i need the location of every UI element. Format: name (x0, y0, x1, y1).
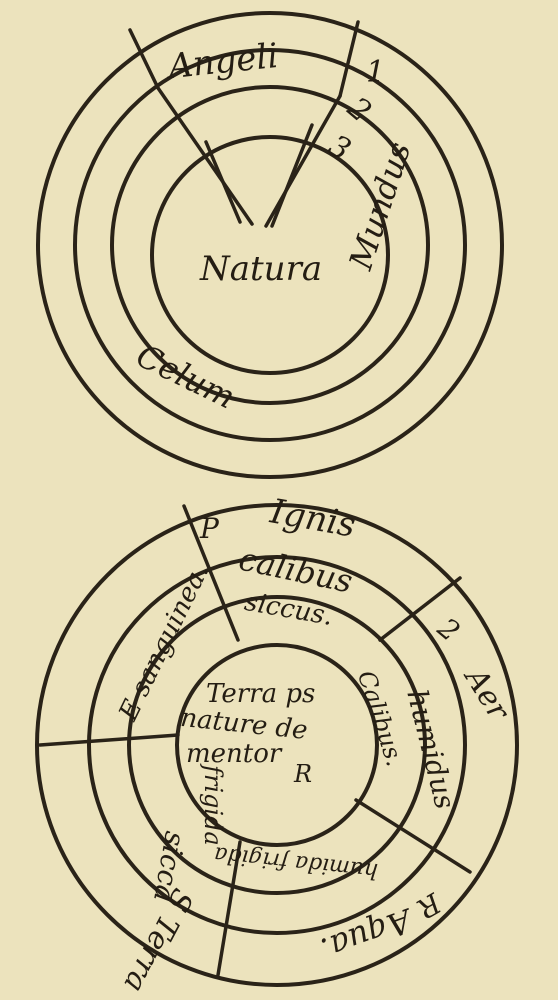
lower-divider-bottom (216, 840, 242, 977)
upper-divider-right (338, 20, 360, 98)
lower-outer-ring (35, 503, 519, 987)
upper-pointer-left-inner (204, 140, 242, 224)
lower-middle-ring (87, 555, 467, 935)
upper-inner-ring (110, 85, 430, 405)
label-number-3: 3 (322, 128, 356, 168)
upper-pointer-right (264, 94, 342, 228)
label-calibus-side: Calibus. (352, 667, 409, 770)
label-frigida-left: frigida (199, 763, 227, 846)
label-p: P (199, 512, 220, 545)
label-center-line-3: mentor (186, 739, 283, 769)
label-natura: Natura (199, 249, 322, 289)
label-ignis: Ignis (266, 491, 358, 545)
lower-divider-upper-right (378, 576, 462, 642)
lower-divider-lower-right (354, 798, 472, 874)
upper-pointer-right-inner (270, 123, 314, 228)
label-number-1: 1 (366, 55, 385, 90)
lower-diagram: P Ignis calibus siccus. 2 Aer humidus Ca… (35, 491, 519, 998)
label-center-line-1: Terra ps (206, 679, 315, 709)
label-angeli: Angeli (163, 36, 280, 88)
upper-center-ring (150, 135, 390, 375)
upper-outer-ring (36, 11, 504, 479)
lower-center-ring (175, 643, 379, 847)
label-center-r: R (293, 760, 312, 788)
label-celum: Celum (130, 336, 241, 416)
upper-middle-ring (73, 48, 467, 442)
label-e-sanguinea: E sanguinea. (113, 559, 215, 726)
lower-divider-top (182, 504, 240, 642)
upper-diagram: Angeli 1 2 3 Mundus Natura Celum (36, 11, 504, 479)
upper-divider-left (128, 28, 160, 90)
upper-pointer-left (156, 86, 254, 226)
label-mundus: Mundus (341, 137, 418, 275)
lower-divider-left (38, 733, 180, 747)
lower-inner-ring (127, 595, 427, 895)
label-aer: Aer (456, 660, 517, 728)
label-humida-frigida: humida frigida (213, 841, 379, 883)
label-humidus: humidus (400, 686, 462, 812)
